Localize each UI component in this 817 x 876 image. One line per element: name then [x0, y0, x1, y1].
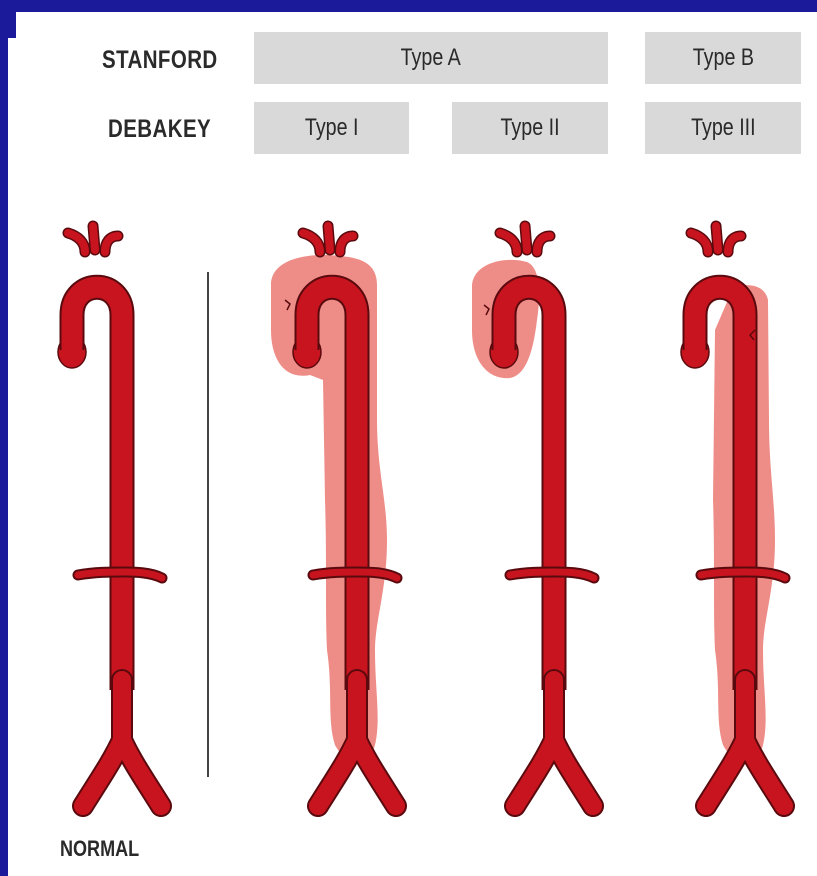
dissection-false-lumen — [271, 255, 387, 760]
aorta-debakey-type-2 — [472, 226, 594, 806]
aorta-debakey-type-1 — [271, 226, 397, 806]
aorta-normal — [58, 226, 162, 806]
normal-label: NORMAL — [60, 836, 139, 862]
aorta-debakey-type-3 — [681, 226, 785, 806]
